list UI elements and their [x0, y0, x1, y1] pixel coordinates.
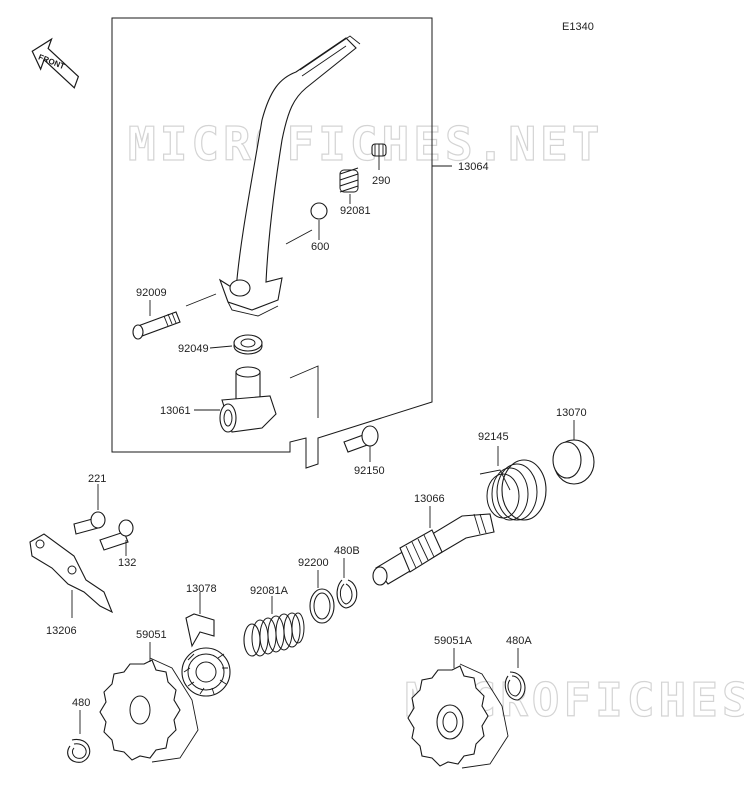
circlip-480B — [336, 558, 358, 609]
circlip-480A — [504, 648, 526, 701]
callout-600: 600 — [311, 241, 329, 253]
callout-13070: 13070 — [556, 407, 587, 419]
callout-13064: 13064 — [458, 161, 489, 173]
callout-59051A: 59051A — [434, 635, 473, 647]
diagram-code: E1340 — [562, 21, 594, 33]
washer-92049 — [233, 334, 263, 355]
kick-pedal-lever — [218, 35, 361, 317]
callout-480B: 480B — [334, 545, 360, 557]
bolt-92150 — [343, 425, 379, 462]
assembly-frame — [111, 17, 433, 469]
spring-92145 — [479, 446, 547, 521]
callout-480A: 480A — [506, 635, 532, 647]
callout-92150: 92150 — [354, 465, 385, 477]
callout-221: 221 — [88, 473, 106, 485]
guide-13206 — [29, 533, 114, 618]
collar-13070 — [552, 420, 595, 485]
callout-92145: 92145 — [478, 431, 509, 443]
callout-132: 132 — [118, 557, 136, 569]
callout-13078: 13078 — [186, 583, 217, 595]
washer-92200 — [309, 570, 335, 624]
watermark-top: MICROFICHES.NET — [128, 117, 603, 171]
callout-92049: 92049 — [178, 343, 209, 355]
bolt-92009 — [132, 293, 217, 340]
callout-480: 480 — [72, 697, 90, 709]
ratchet-13078 — [181, 592, 231, 697]
bolt-132 — [99, 519, 134, 556]
callout-290: 290 — [372, 175, 390, 187]
callout-92081A: 92081A — [250, 585, 289, 597]
boss-13061 — [219, 366, 277, 433]
callout-13061: 13061 — [160, 405, 191, 417]
callout-13206: 13206 — [46, 625, 77, 637]
gear-59051 — [99, 642, 199, 763]
callout-92200: 92200 — [298, 557, 329, 569]
callout-13066: 13066 — [414, 493, 445, 505]
gear-59051A — [407, 648, 509, 769]
front-arrow-icon: FRONT — [31, 37, 80, 89]
spring-92081 — [339, 167, 359, 204]
bolt-221 — [73, 484, 106, 535]
part-290 — [371, 143, 387, 170]
ball-600 — [310, 202, 328, 220]
spring-92081A — [243, 596, 305, 657]
shaft-13066 — [372, 506, 495, 586]
callout-92009: 92009 — [136, 287, 167, 299]
callout-59051: 59051 — [136, 629, 167, 641]
circlip-480 — [67, 710, 91, 763]
callout-92081: 92081 — [340, 205, 371, 217]
